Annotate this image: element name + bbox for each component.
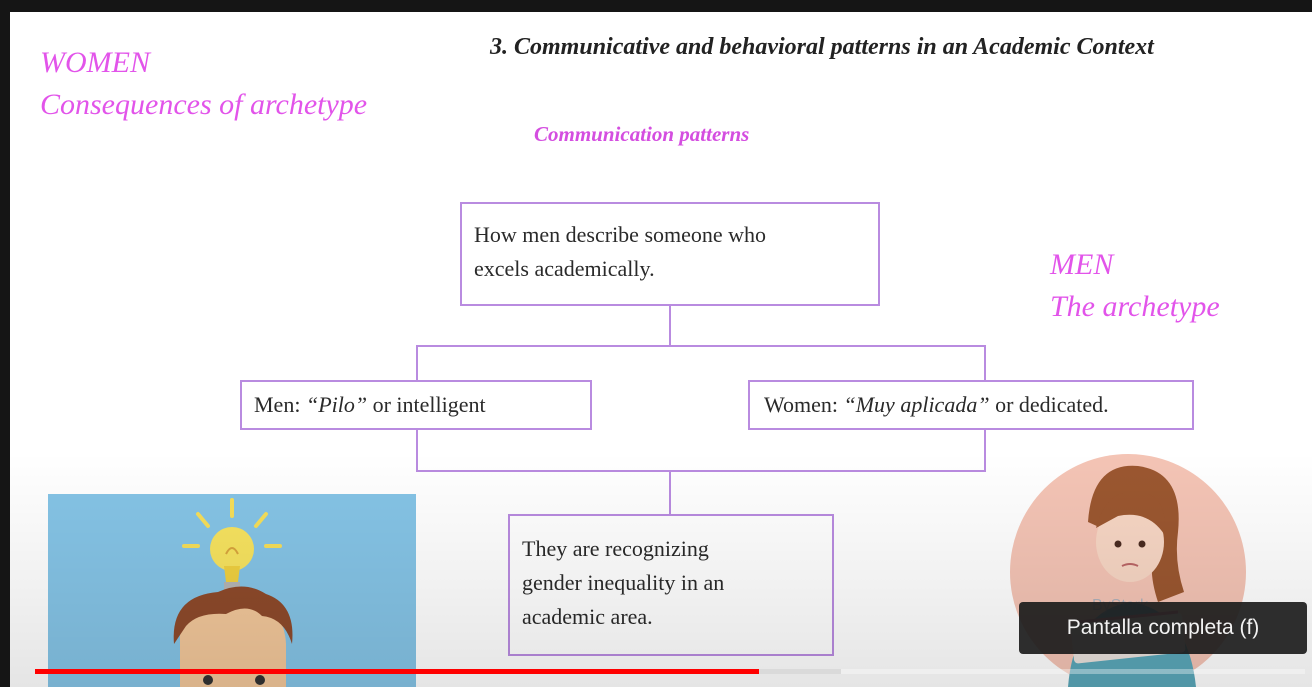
conclusion-box: They are recognizing gender inequality i… <box>508 514 834 656</box>
men-box-prefix: Men: <box>254 392 306 417</box>
women-box-prefix: Women: <box>764 392 844 417</box>
slide-content: WOMEN Consequences of archetype 3. Commu… <box>10 12 1312 687</box>
men-title-line1: MEN <box>1050 248 1114 281</box>
connector-bottom-down <box>669 470 671 514</box>
conclusion-line2: gender inequality in an <box>522 570 725 595</box>
women-title-line1: WOMEN <box>40 46 150 79</box>
lightbulb-icon <box>173 498 293 687</box>
women-box-suffix: or dedicated. <box>989 392 1109 417</box>
connector-left-up <box>416 430 418 472</box>
connector-right-up <box>984 430 986 472</box>
connector-right-down <box>984 345 986 380</box>
men-box: Men: “Pilo” or intelligent <box>240 380 592 430</box>
men-title: MEN The archetype <box>1050 244 1220 328</box>
women-title: WOMEN Consequences of archetype <box>40 42 367 126</box>
connector-top-horizontal <box>416 345 986 347</box>
root-box-line2: excels academically. <box>474 256 655 281</box>
women-box: Women: “Muy aplicada” or dedicated. <box>748 380 1194 430</box>
fullscreen-tooltip: Pantalla completa (f) <box>1019 602 1307 654</box>
root-box: How men describe someone who excels acad… <box>460 202 880 306</box>
connector-left-down <box>416 345 418 380</box>
man-with-lightbulb-icon <box>48 494 416 687</box>
men-box-suffix: or intelligent <box>367 392 486 417</box>
connector-root-down <box>669 306 671 346</box>
men-box-term: “Pilo” <box>305 392 368 417</box>
progress-bar[interactable] <box>35 669 1305 674</box>
progress-played <box>35 669 759 674</box>
root-box-line1: How men describe someone who <box>474 222 767 247</box>
conclusion-line1: They are recognizing <box>522 536 709 561</box>
women-title-line2: Consequences of archetype <box>40 88 368 121</box>
men-title-line2: The archetype <box>1050 290 1220 323</box>
video-player[interactable]: WOMEN Consequences of archetype 3. Commu… <box>10 12 1312 687</box>
slide-subheading: Communication patterns <box>534 122 750 146</box>
women-box-term: “Muy aplicada” <box>843 392 990 417</box>
conclusion-line3: academic area. <box>522 604 653 629</box>
slide-heading: 3. Communicative and behavioral patterns… <box>490 34 1154 60</box>
connector-bottom-horizontal <box>416 470 986 472</box>
